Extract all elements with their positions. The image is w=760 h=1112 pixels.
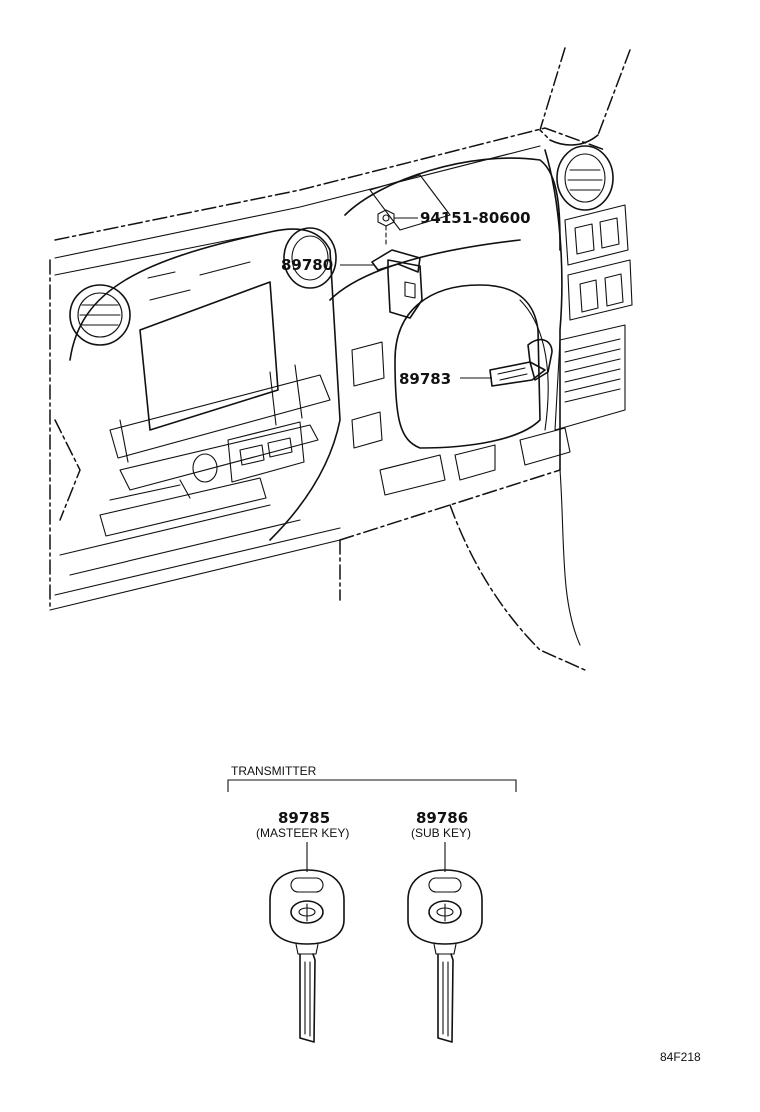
sub-key-part-number: 89786	[416, 809, 468, 827]
transmitter-group-label: TRANSMITTER	[231, 764, 317, 778]
instrument-panel-illustration	[49, 47, 633, 671]
part-number-amplifier: 89783	[399, 370, 451, 388]
transmitter-group: TRANSMITTER 89785 (MASTEER KEY) 89786 (S…	[227, 764, 517, 1043]
right-air-vent	[556, 145, 614, 211]
transmitter-bracket	[227, 779, 517, 792]
immobiliser-ecu-part: 89780	[281, 249, 423, 319]
sub-key: 89786 (SUB KEY)	[407, 809, 483, 1043]
figure-code: 84F218	[660, 1050, 701, 1064]
toyota-logo-icon	[290, 900, 324, 924]
transponder-amplifier-part: 89783	[399, 338, 553, 388]
center-air-vent	[283, 227, 337, 289]
toyota-logo-icon	[428, 900, 462, 924]
left-air-vent	[69, 284, 131, 346]
part-number-bolt: 94151-80600	[420, 209, 531, 227]
bolt-part: 94151-80600	[377, 209, 531, 245]
master-key-caption: (MASTEER KEY)	[256, 826, 349, 840]
part-number-ecu: 89780	[281, 256, 333, 274]
master-key: 89785 (MASTEER KEY)	[256, 809, 349, 1043]
master-key-part-number: 89785	[278, 809, 330, 827]
sub-key-caption: (SUB KEY)	[411, 826, 471, 840]
